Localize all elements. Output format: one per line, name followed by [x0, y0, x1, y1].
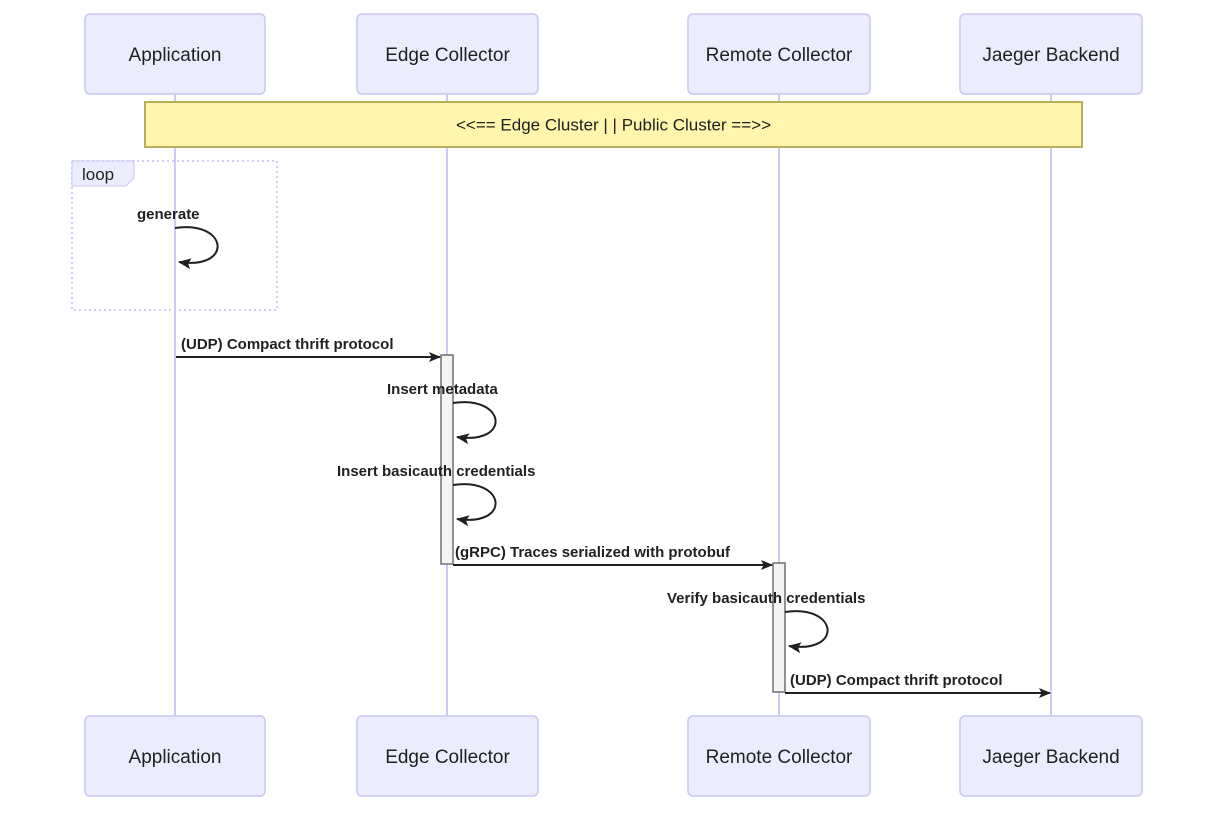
participant-label: Application [129, 747, 222, 768]
participant-remote-collector-bottom[interactable]: Remote Collector [687, 715, 871, 797]
messages-group: generate(UDP) Compact thrift protocolIns… [137, 206, 1051, 698]
participant-application-top[interactable]: Application [84, 13, 266, 95]
participant-label: Jaeger Backend [982, 45, 1119, 66]
self-message-arrow [452, 483, 497, 527]
participant-label: Application [129, 45, 222, 66]
message-label: (UDP) Compact thrift protocol [181, 336, 393, 353]
loop-fragment-border [71, 160, 278, 311]
note-group: <<== Edge Cluster | | Public Cluster ==>… [144, 101, 1083, 148]
participant-jaeger-backend-top[interactable]: Jaeger Backend [959, 13, 1143, 95]
participant-label: Edge Collector [385, 45, 510, 66]
message-label: generate [137, 206, 200, 223]
message-label: (UDP) Compact thrift protocol [790, 672, 1002, 689]
participant-jaeger-backend-bottom[interactable]: Jaeger Backend [959, 715, 1143, 797]
participant-box[interactable] [84, 715, 266, 797]
message-label: Verify basicauth credentials [667, 590, 865, 607]
participant-box[interactable] [356, 715, 539, 797]
participant-application-bottom[interactable]: Application [84, 715, 266, 797]
participant-label: Remote Collector [706, 747, 853, 768]
loop-fragment-group: loop [71, 160, 278, 311]
participant-label: Jaeger Backend [982, 747, 1119, 768]
note-banner [144, 101, 1083, 148]
participant-box[interactable] [687, 13, 871, 95]
loop-fragment-tag [71, 160, 135, 187]
participant-remote-collector-top[interactable]: Remote Collector [687, 13, 871, 95]
lifelines-group [174, 94, 1052, 716]
activation-bar-edge-collector [440, 354, 454, 565]
participant-box[interactable] [356, 13, 539, 95]
participant-box[interactable] [84, 13, 266, 95]
participant-box[interactable] [959, 13, 1143, 95]
note-banner-label: <<== Edge Cluster | | Public Cluster ==>… [456, 116, 771, 135]
message-msg-grpc-edge-remote: (gRPC) Traces serialized with protobuf [453, 544, 773, 570]
self-message-arrow [174, 226, 219, 270]
loop-fragment-tag-label: loop [82, 165, 114, 184]
message-msg-udp-app-edge: (UDP) Compact thrift protocol [176, 336, 441, 362]
message-msg-generate: generate [137, 206, 219, 270]
message-label: (gRPC) Traces serialized with protobuf [455, 544, 731, 561]
activation-bar-remote-collector [772, 562, 786, 693]
participant-edge-collector-bottom[interactable]: Edge Collector [356, 715, 539, 797]
message-label: Insert metadata [387, 381, 499, 398]
participant-label: Remote Collector [706, 45, 853, 66]
self-message-arrow [784, 610, 829, 654]
message-label: Insert basicauth credentials [337, 463, 535, 480]
participant-label: Edge Collector [385, 747, 510, 768]
participant-box[interactable] [687, 715, 871, 797]
message-msg-insert-metadata: Insert metadata [387, 381, 499, 445]
activation-bars-group [440, 354, 786, 693]
participant-box[interactable] [959, 715, 1143, 797]
participant-edge-collector-top[interactable]: Edge Collector [356, 13, 539, 95]
message-msg-insert-basicauth: Insert basicauth credentials [337, 463, 535, 527]
message-msg-verify-basicauth: Verify basicauth credentials [667, 590, 865, 654]
message-msg-udp-remote-jaeger: (UDP) Compact thrift protocol [785, 672, 1051, 698]
self-message-arrow [452, 401, 497, 445]
